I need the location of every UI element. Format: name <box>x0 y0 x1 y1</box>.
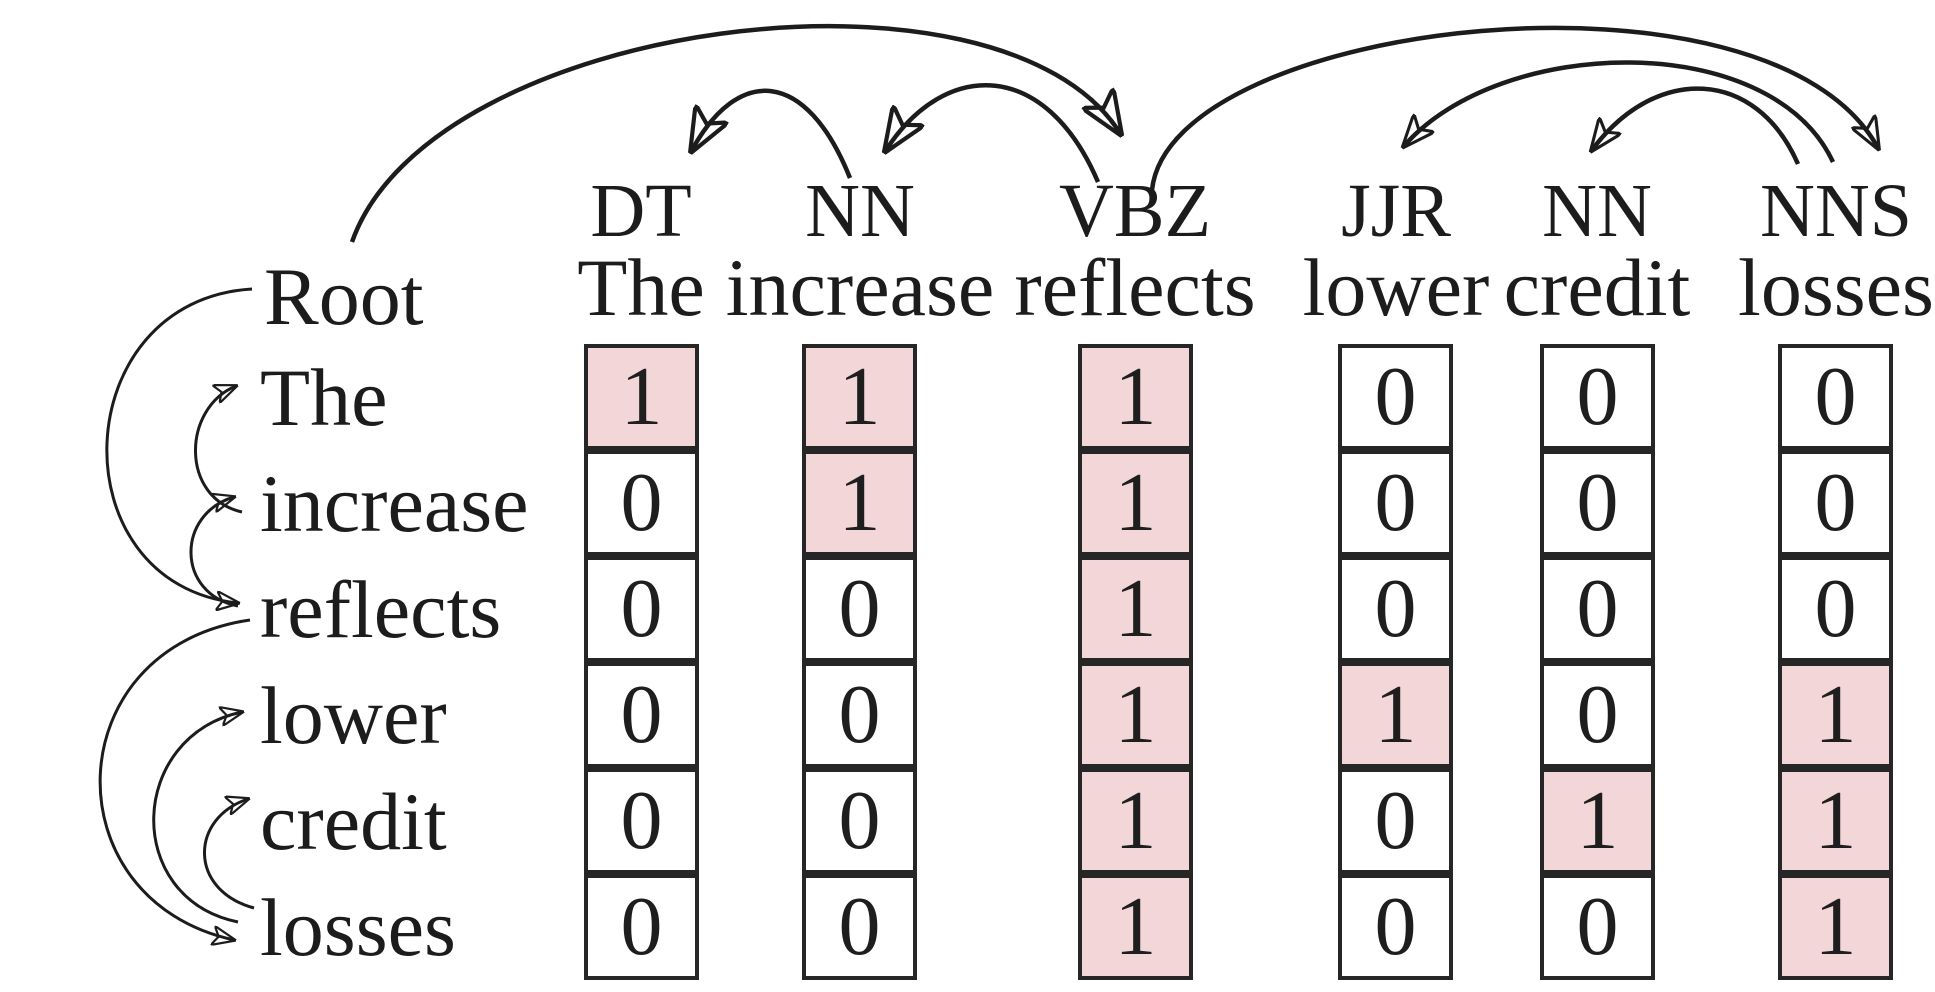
matrix-cell: 0 <box>802 556 917 662</box>
matrix-cell: 0 <box>1778 556 1893 662</box>
arc-top-reflects-increase <box>886 83 1101 183</box>
matrix-cell: 0 <box>584 556 699 662</box>
matrix-cell: 1 <box>802 450 917 556</box>
arc-left-losses-credit <box>203 799 255 910</box>
matrix-cell: 1 <box>584 344 699 450</box>
arc-left-increase-the <box>194 386 243 514</box>
word-losses: losses <box>1738 242 1934 333</box>
matrix-cell: 1 <box>1338 662 1453 768</box>
matrix-cell: 0 <box>802 874 917 980</box>
arc-top-reflects-losses <box>1149 25 1878 191</box>
matrix-cell: 0 <box>1540 344 1655 450</box>
pos-tag-dt: DT <box>590 169 692 253</box>
arc-top-root-reflects <box>349 23 1120 243</box>
pos-tag-vbz: VBZ <box>1059 169 1211 253</box>
word-reflects: reflects <box>1014 242 1256 333</box>
matrix-cell: 1 <box>1078 344 1193 450</box>
matrix-column-jjr: 0 0 0 1 0 0 <box>1338 344 1453 980</box>
pos-tag-jjr: JJR <box>1341 169 1451 253</box>
arc-left-losses-lower <box>152 712 242 924</box>
pos-tag-nns: NNS <box>1759 169 1913 253</box>
matrix-cell: 0 <box>584 662 699 768</box>
row-label-increase: increase <box>260 458 529 549</box>
matrix-column-nn-increase: 1 1 0 0 0 0 <box>802 344 917 980</box>
matrix-cell: 1 <box>1078 662 1193 768</box>
arc-left-reflects-increase <box>189 497 238 608</box>
word-lower: lower <box>1302 242 1490 333</box>
arc-left-reflects-losses <box>98 618 251 940</box>
matrix-cell: 1 <box>1540 768 1655 874</box>
arc-top-increase-the <box>692 88 853 179</box>
word-increase: increase <box>725 242 995 333</box>
matrix-cell: 1 <box>802 344 917 450</box>
matrix-cell: 0 <box>1540 556 1655 662</box>
pos-tag-nn-increase: NN <box>805 169 915 253</box>
matrix-cell: 1 <box>1078 768 1193 874</box>
matrix-cell: 0 <box>584 874 699 980</box>
matrix-column-dt: 1 0 0 0 0 0 <box>584 344 699 980</box>
row-label-the: The <box>260 352 388 443</box>
matrix-cell: 0 <box>802 768 917 874</box>
matrix-cell: 0 <box>1540 450 1655 556</box>
matrix-column-nn-credit: 0 0 0 0 1 0 <box>1540 344 1655 980</box>
matrix-cell: 0 <box>1338 556 1453 662</box>
matrix-cell: 0 <box>1540 662 1655 768</box>
word-the: The <box>577 242 705 333</box>
matrix-cell: 0 <box>1778 450 1893 556</box>
row-label-reflects: reflects <box>260 564 502 655</box>
matrix-cell: 0 <box>1338 344 1453 450</box>
row-label-credit: credit <box>260 776 447 867</box>
matrix-column-vbz: 1 1 1 1 1 1 <box>1078 344 1193 980</box>
root-label: Root <box>264 251 424 342</box>
matrix-cell: 0 <box>1778 344 1893 450</box>
pos-tag-nn-credit: NN <box>1542 169 1652 253</box>
arc-left-root-reflects <box>105 287 253 603</box>
matrix-cell: 0 <box>802 662 917 768</box>
matrix-cell: 1 <box>1778 662 1893 768</box>
row-label-losses: losses <box>260 882 456 973</box>
matrix-cell: 0 <box>1540 874 1655 980</box>
arc-top-losses-lower <box>1404 60 1836 163</box>
matrix-cell: 1 <box>1078 450 1193 556</box>
matrix-column-nns: 0 0 0 1 1 1 <box>1778 344 1893 980</box>
word-credit: credit <box>1503 242 1691 333</box>
matrix-cell: 0 <box>1338 450 1453 556</box>
matrix-cell: 0 <box>584 768 699 874</box>
matrix-cell: 0 <box>584 450 699 556</box>
arc-top-losses-credit <box>1592 86 1801 165</box>
matrix-cell: 0 <box>1338 768 1453 874</box>
matrix-cell: 1 <box>1078 874 1193 980</box>
matrix-cell: 1 <box>1778 874 1893 980</box>
matrix-cell: 1 <box>1778 768 1893 874</box>
matrix-cell: 1 <box>1078 556 1193 662</box>
matrix-cell: 0 <box>1338 874 1453 980</box>
row-label-lower: lower <box>260 670 447 761</box>
